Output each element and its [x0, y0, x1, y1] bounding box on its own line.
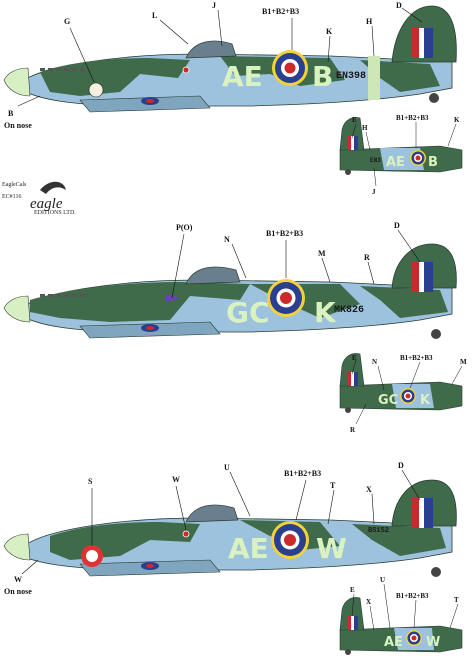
aircraft-2-code-right: K — [314, 296, 337, 329]
label-k: K — [326, 27, 333, 36]
aircraft-1-small-letter: B — [428, 155, 438, 170]
aircraft-2-profile: GC K MK826 — [3, 243, 457, 339]
small-label-e-1: E — [352, 116, 357, 124]
label-t: T — [330, 481, 336, 490]
small-label-e-2: E — [352, 354, 357, 362]
aircraft-3-code-left: AE — [228, 532, 269, 565]
aircraft-3-small-letter: W — [426, 635, 440, 650]
small-label-u-3: U — [380, 576, 385, 584]
eagle-logo-icon — [40, 181, 66, 194]
label-w-nose: W — [14, 575, 22, 584]
label-b123-3: B1+B2+B3 — [284, 469, 321, 478]
small-label-b123-2: B1+B2+B3 — [400, 354, 433, 362]
aircraft-1-leaders — [17, 7, 423, 107]
small-label-b123-1: B1+B2+B3 — [396, 114, 429, 122]
small-label-x-3: X — [366, 598, 371, 606]
aircraft-2-serial: MK826 — [334, 305, 364, 316]
aircraft-3-profile: AE W BS152 — [3, 479, 457, 577]
label-w: W — [172, 475, 180, 484]
aircraft-2-small-leaders — [351, 359, 463, 425]
aircraft-1-small-serial: EN3 — [370, 157, 381, 164]
label-m: M — [318, 249, 326, 258]
aircraft-1-code-right: B — [312, 60, 333, 93]
label-u: U — [224, 463, 230, 472]
label-r: R — [364, 253, 370, 262]
aircraft-3-small-code: AE — [384, 635, 403, 650]
label-s: S — [88, 477, 93, 486]
small-label-n-2: N — [372, 358, 377, 366]
small-label-j-1: J — [372, 188, 376, 196]
label-d-3: D — [398, 461, 404, 470]
label-j: J — [212, 1, 216, 10]
small-label-m-2: M — [460, 358, 467, 366]
label-b123-2: B1+B2+B3 — [266, 229, 303, 238]
aircraft-3-serial: BS152 — [368, 527, 389, 535]
aircraft-3-other-side: AE W — [339, 597, 463, 655]
small-label-e-3: E — [350, 586, 355, 594]
eaglecals-brand: EagleCals EC#116 eagle EDITIONS LTD. — [2, 181, 76, 216]
aircraft-2-small-code: GC — [378, 393, 398, 408]
aircraft-2-small-letter: K — [420, 393, 431, 408]
label-h: H — [366, 17, 373, 26]
aircraft-1-profile: AE B EN398 — [3, 5, 457, 113]
aircraft-1-serial: EN398 — [336, 71, 366, 82]
aircraft-3-leaders — [21, 469, 421, 575]
aircraft-1-other-side: AE B EN3 — [339, 117, 463, 175]
brand-line2: EC#116 — [2, 194, 21, 200]
label-on-nose-1: On nose — [4, 121, 32, 130]
aircraft-1-small-leaders — [351, 122, 457, 187]
small-label-k-1: K — [454, 116, 460, 124]
label-g: G — [64, 17, 70, 26]
aircraft-1-small-code: AE — [386, 155, 405, 170]
brand-logo-sub: EDITIONS LTD. — [34, 210, 76, 216]
aircraft-3-code-right: W — [316, 532, 347, 565]
small-label-t-3: T — [454, 596, 459, 604]
label-p-o: P(O) — [176, 223, 193, 232]
aircraft-2-other-side: GC K — [339, 353, 463, 413]
small-label-r-2: R — [350, 426, 356, 434]
label-d-2: D — [394, 221, 400, 230]
label-x: X — [366, 485, 372, 494]
aircraft-1-code-left: AE — [222, 60, 263, 93]
label-d: D — [396, 1, 402, 10]
label-l: L — [152, 11, 157, 20]
small-label-h-1: H — [362, 124, 368, 132]
label-on-nose-3: On nose — [4, 587, 32, 596]
label-b-nose: B — [8, 109, 14, 118]
aircraft-2-leaders — [171, 229, 421, 299]
label-n: N — [224, 235, 230, 244]
aircraft-2-code-left: GC — [226, 296, 270, 329]
small-label-b123-3: B1+B2+B3 — [396, 592, 429, 600]
brand-logo-word: eagle — [30, 196, 63, 212]
brand-line1: EagleCals — [2, 182, 27, 188]
aircraft-3-small-leaders — [351, 583, 459, 631]
label-b123: B1+B2+B3 — [262, 7, 299, 16]
